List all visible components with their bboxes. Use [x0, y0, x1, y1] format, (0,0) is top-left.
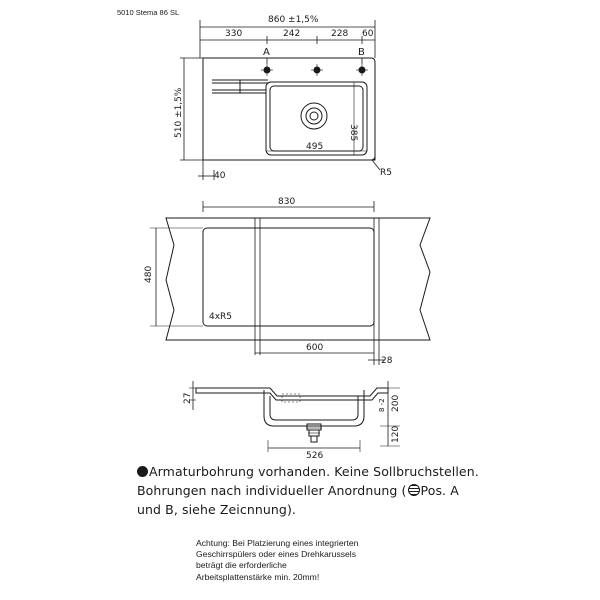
- corner-radius-label: R5: [380, 168, 392, 178]
- warning-line-3: beträgt die erforderliche: [196, 560, 287, 571]
- cutout-offset: 28: [381, 356, 393, 366]
- hole-a-label: A: [263, 47, 270, 58]
- cutout-bowl-width: 600: [306, 343, 323, 353]
- filled-circle-icon: [137, 466, 148, 477]
- sink-outline: [202, 57, 376, 161]
- tap-hole-center: [311, 64, 323, 76]
- warning-block: Achtung: Bei Platzierung eines integrier…: [196, 538, 358, 583]
- note-line-3: und B, siehe Zeicnnung).: [137, 502, 297, 517]
- warning-line-2: Geschirrspülers oder eines Drehkarussels: [196, 549, 357, 560]
- dim-60: 60: [362, 29, 374, 39]
- note-line-1: Armaturbohrung vorhanden. Keine Sollbruc…: [137, 462, 479, 481]
- globe-icon: [407, 484, 420, 496]
- warning-line-4: Arbeitsplattenstärke min. 20mm!: [196, 571, 320, 582]
- countertop: [165, 217, 431, 341]
- cutout-corners: 4xR5: [209, 312, 232, 322]
- note-line-2: Bohrungen nach individueller Anordnung (…: [137, 483, 459, 498]
- section-bowl-width: 526: [306, 451, 323, 461]
- dim-overall-depth: 510 ±1,5%: [174, 87, 184, 138]
- section-dim-8-2: 8 -2: [378, 398, 386, 412]
- top-view: [180, 20, 381, 180]
- cutout-width: 830: [278, 197, 295, 207]
- hole-b-label: B: [358, 47, 365, 58]
- dim-242: 242: [283, 29, 300, 39]
- cutout-view: [150, 201, 431, 365]
- dim-228: 228: [331, 29, 348, 39]
- dim-330: 330: [225, 29, 242, 39]
- dim-bowl-depth: 385: [348, 124, 358, 141]
- section-view: [189, 381, 400, 452]
- notes-block: Armaturbohrung vorhanden. Keine Sollbruc…: [137, 462, 479, 519]
- bowl: [265, 81, 368, 156]
- dim-overall-width: 860 ±1,5%: [268, 15, 319, 25]
- model-label: 5010 Stema 86 SL: [117, 8, 180, 17]
- section-drain: [306, 423, 322, 443]
- drain: [300, 102, 328, 130]
- section-thickness: 27: [183, 393, 193, 404]
- section-dim-120: 120: [391, 426, 401, 443]
- warning-line-1: Achtung: Bei Platzierung eines integrier…: [196, 538, 359, 548]
- tap-hole-a: [261, 64, 273, 76]
- section-dim-200: 200: [391, 395, 401, 412]
- tap-hole-b: [356, 64, 368, 76]
- cutout-depth: 480: [144, 266, 154, 283]
- dim-edge-40: 40: [214, 171, 226, 181]
- dim-bowl-width: 495: [306, 142, 323, 152]
